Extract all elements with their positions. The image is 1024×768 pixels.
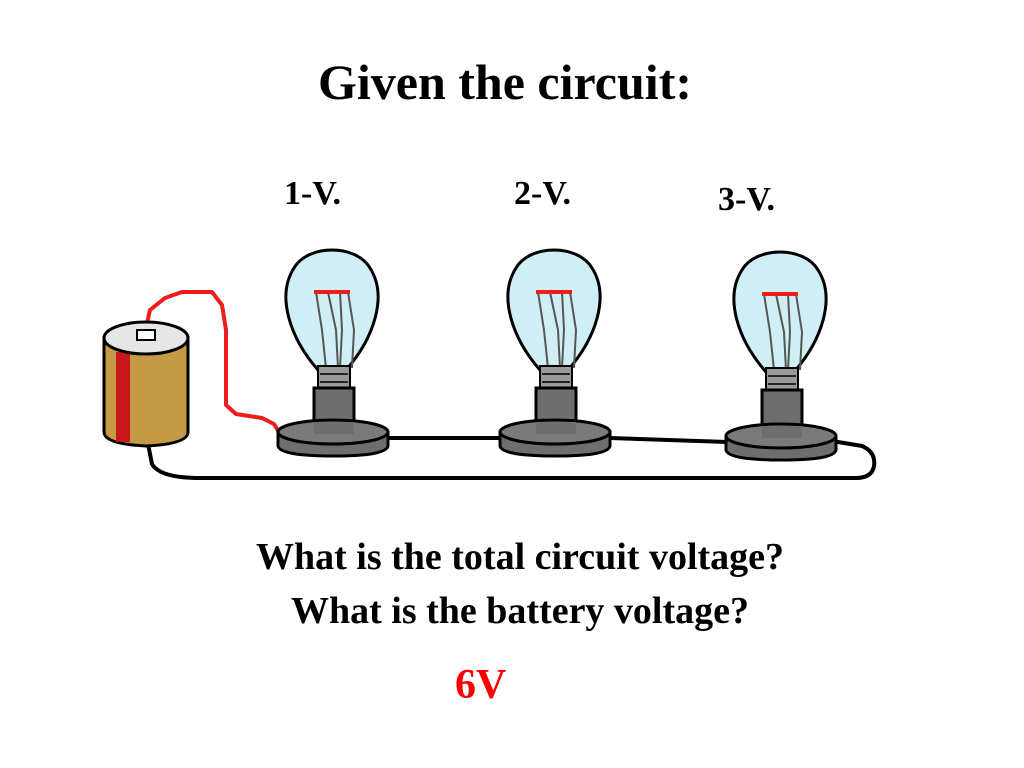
- question-total-voltage: What is the total circuit voltage?: [255, 536, 785, 578]
- bulb-3-label: 3-V.: [718, 181, 775, 218]
- bulb-1-label: 1-V.: [284, 175, 341, 212]
- bulb-1: [276, 248, 390, 458]
- bulb-2: [498, 248, 612, 458]
- slide-title: Given the circuit:: [318, 54, 692, 110]
- bulb-2-label: 2-V.: [514, 175, 571, 212]
- black-wire: [146, 436, 877, 480]
- battery: [102, 320, 190, 448]
- answer-text: 6V: [455, 662, 507, 708]
- red-wire: [143, 290, 282, 436]
- bulb-3: [724, 250, 838, 462]
- question-battery-voltage: What is the battery voltage?: [290, 590, 750, 632]
